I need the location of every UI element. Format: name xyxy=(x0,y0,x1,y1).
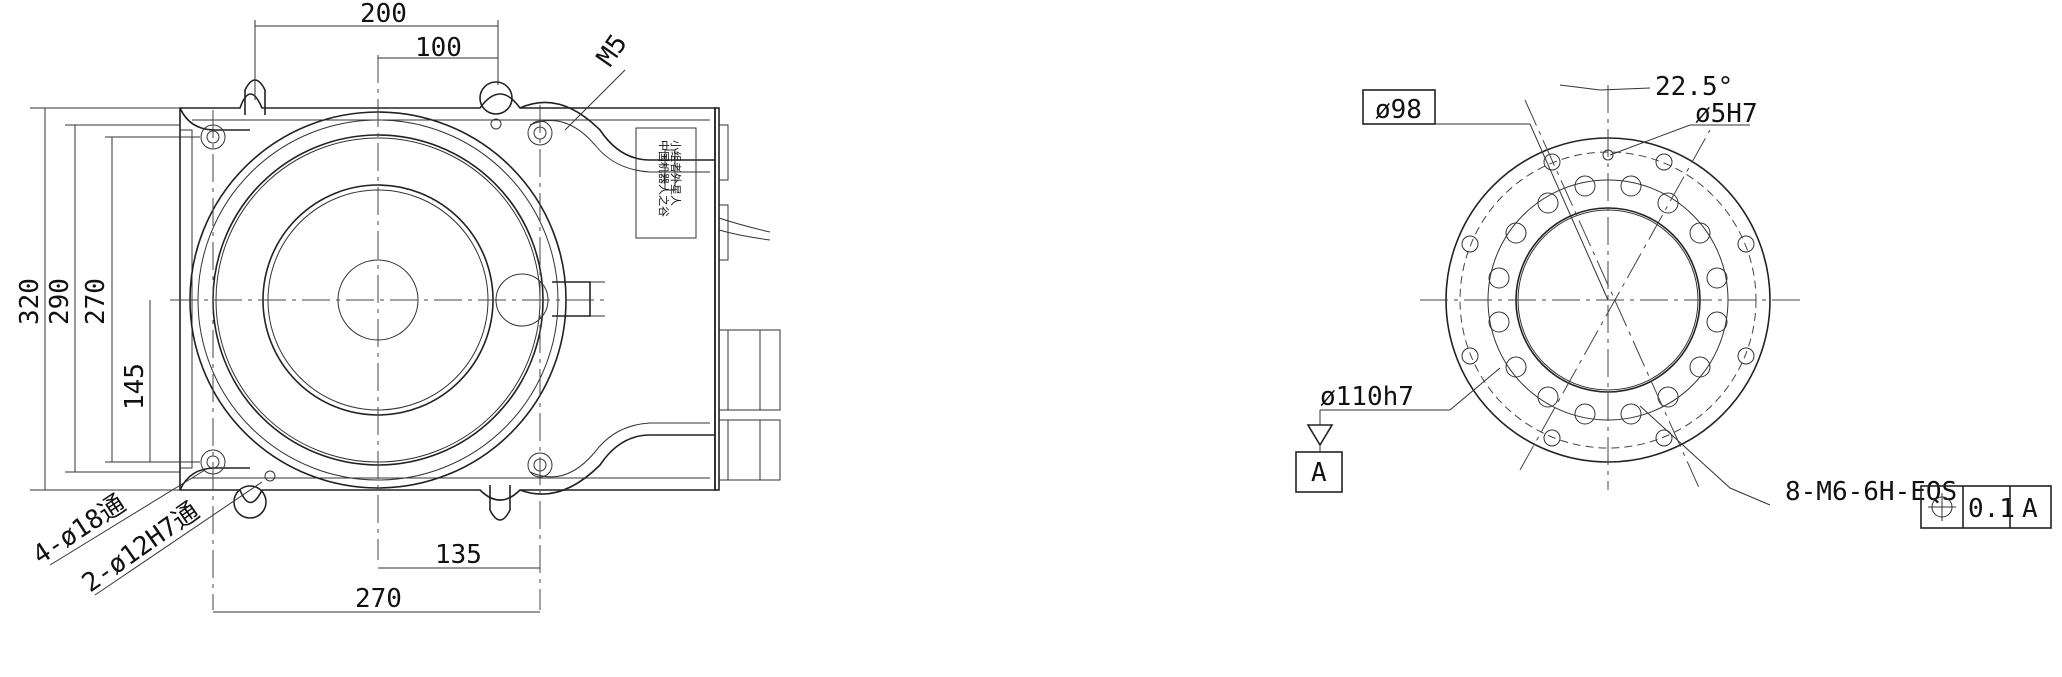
position-symbol-icon xyxy=(1928,493,1956,521)
dim-100-text: 100 xyxy=(415,33,462,63)
label-d5h7: ø5H7 xyxy=(1609,99,1758,156)
tolerance-datum: A xyxy=(2022,494,2038,524)
callout-m5-text: M5 xyxy=(591,29,634,72)
label-d110-text: ø110h7 xyxy=(1320,382,1414,412)
label-angle-text: 22.5° xyxy=(1655,72,1733,102)
dim-135: 135 xyxy=(378,540,540,570)
right-view: ø98 22.5° ø5H7 ø110h7 A xyxy=(1295,72,2052,529)
position-tolerance-frame: 0.1 A xyxy=(1920,485,2052,529)
label-d98: ø98 xyxy=(1362,89,1609,301)
dim-270-vertical-text: 270 xyxy=(81,278,111,325)
dim-270-horizontal: 270 xyxy=(213,584,540,614)
dim-290: 290 xyxy=(45,124,180,473)
label-angle: 22.5° xyxy=(1559,72,1733,102)
dim-145-text: 145 xyxy=(120,363,150,410)
label-thread-text: 8-M6-6H-EQS xyxy=(1785,477,1957,507)
nameplate-line2: 中国机器人之谷 xyxy=(657,140,671,217)
dim-270-vertical: 270 xyxy=(81,136,200,463)
nameplate: 小组者外星人 中国机器人之谷 xyxy=(635,127,697,239)
callout-m5: M5 xyxy=(564,29,634,131)
dim-200: 200 xyxy=(254,0,499,100)
datum-a-text: A xyxy=(1311,458,1327,488)
dim-320-text: 320 xyxy=(15,278,45,325)
right-centerlines xyxy=(1420,85,1800,491)
dim-135-text: 135 xyxy=(435,540,482,570)
dim-100: 100 xyxy=(378,33,498,63)
dim-270-horizontal-text: 270 xyxy=(355,584,402,614)
left-view: 小组者外星人 中国机器人之谷 200 100 M5 320 xyxy=(15,0,781,614)
datum-a: A xyxy=(1295,410,1343,493)
label-d5h7-text: ø5H7 xyxy=(1695,99,1758,129)
dim-320: 320 xyxy=(15,107,180,491)
left-centerlines xyxy=(170,55,610,610)
dim-145: 145 xyxy=(120,300,151,462)
dim-290-text: 290 xyxy=(45,278,75,325)
base-body-outline xyxy=(179,93,781,504)
label-thread: 8-M6-6H-EQS xyxy=(1639,405,1957,507)
dim-200-text: 200 xyxy=(360,0,407,29)
tolerance-value: 0.1 xyxy=(1968,494,2015,524)
label-d98-text: ø98 xyxy=(1375,95,1422,125)
label-d110: ø110h7 xyxy=(1320,367,1501,412)
